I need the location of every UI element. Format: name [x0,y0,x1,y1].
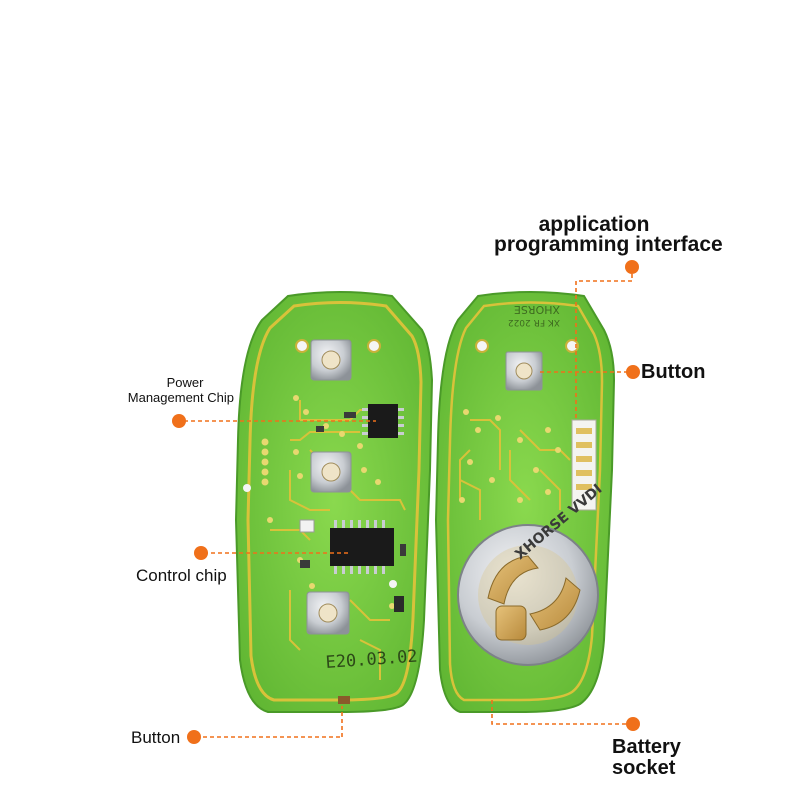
battery-socket-label: Battery socket [612,737,672,779]
api-label-line1: application [494,215,694,235]
svg-text:XK FR 2022: XK FR 2022 [508,317,560,327]
left-top-button [311,340,351,380]
api-label: application programming interface [494,215,694,255]
api-dot [625,260,639,274]
right-button [506,352,542,390]
control-chip-label: Control chip [136,566,227,585]
battery-dot [626,717,640,731]
power-chip-label-line1: Power [110,375,234,390]
left-bottom-button [307,592,349,634]
left-pcb-board: E20.03.02 [236,292,432,712]
right-button-dot [626,365,640,379]
power-chip-label: Power Management Chip [110,375,234,405]
svg-text:XHORSE: XHORSE [514,303,560,316]
power-chip-dot [172,414,186,428]
control-chip-dot [194,546,208,560]
left-button-label: Button [131,728,180,747]
control-chip [330,520,394,574]
right-button-label: Button [641,362,705,383]
left-button-dot [187,730,201,744]
right-pcb-board: XHORSE XK FR 2022 [436,292,614,712]
battery-label-line1: Battery [612,737,672,758]
left-middle-button [311,452,351,492]
power-chip-label-line2: Management Chip [110,390,234,405]
api-label-line2: programming interface [494,235,694,255]
battery-label-line2: socket [612,758,672,779]
